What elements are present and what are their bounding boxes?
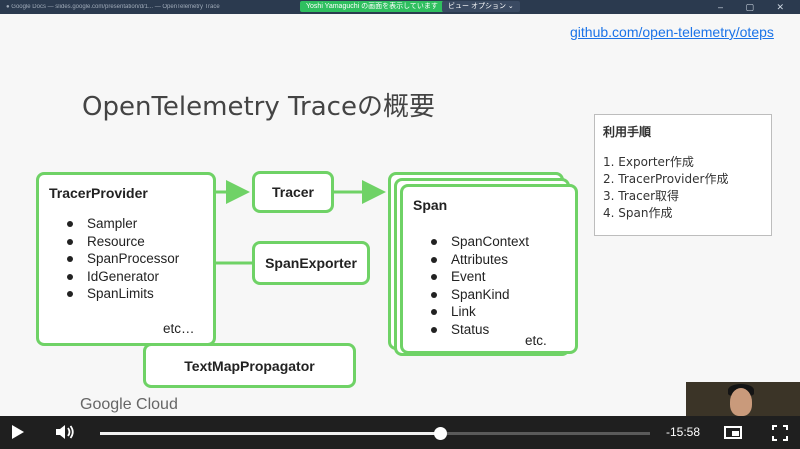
list-item: Link <box>413 303 565 321</box>
tracer-provider-etc: etc… <box>163 321 195 336</box>
speaker-webcam <box>686 382 800 416</box>
tracer-title: Tracer <box>271 184 315 200</box>
volume-icon[interactable] <box>55 424 75 440</box>
time-remaining: -15:58 <box>666 425 701 439</box>
tracer-provider-list: Sampler Resource SpanProcessor IdGenerat… <box>49 215 203 303</box>
list-item: SpanLimits <box>49 285 203 303</box>
view-options-button[interactable]: ビュー オプション ⌄ <box>442 1 520 12</box>
tracer-provider-box: TracerProvider Sampler Resource SpanProc… <box>36 172 216 346</box>
span-title: Span <box>413 197 448 213</box>
progress-fill <box>100 432 440 435</box>
google-cloud-logo: Google Cloud <box>80 396 178 413</box>
list-item: IdGenerator <box>49 268 203 286</box>
list-item: SpanProcessor <box>49 250 203 268</box>
play-icon[interactable] <box>12 425 24 439</box>
list-item: Status <box>413 321 565 339</box>
fullscreen-icon[interactable] <box>772 425 788 441</box>
list-item: Attributes <box>413 251 565 269</box>
progress-scrubber-handle[interactable] <box>433 427 447 440</box>
usage-step: 1. Exporter作成 <box>603 155 694 169</box>
slide-title: OpenTelemetry Traceの概要 <box>82 92 435 122</box>
text-map-propagator-title: TextMapPropagator <box>184 357 315 374</box>
share-topbar: ● Google Docs — slides.google.com/presen… <box>0 0 800 14</box>
progress-track[interactable] <box>100 427 650 440</box>
tracer-provider-title: TracerProvider <box>49 185 148 201</box>
usage-step: 4. Span作成 <box>603 206 673 220</box>
span-exporter-box: SpanExporter <box>252 241 370 285</box>
speaker-face <box>730 388 752 416</box>
span-etc: etc. <box>525 333 547 348</box>
span-exporter-title: SpanExporter <box>265 255 357 271</box>
text-map-propagator-box: TextMapPropagator <box>143 343 356 388</box>
usage-step: 2. TracerProvider作成 <box>603 172 729 186</box>
usage-step: 3. Tracer取得 <box>603 189 680 203</box>
list-item: SpanKind <box>413 286 565 304</box>
list-item: Event <box>413 268 565 286</box>
slide: github.com/open-telemetry/oteps OpenTele… <box>0 14 800 416</box>
tracer-box: Tracer <box>252 171 334 213</box>
usage-steps-box: 利用手順 1. Exporter作成 2. TracerProvider作成 3… <box>594 114 772 236</box>
oteps-link[interactable]: github.com/open-telemetry/oteps <box>570 24 774 40</box>
list-item: Sampler <box>49 215 203 233</box>
picture-in-picture-icon[interactable] <box>724 426 742 439</box>
span-box: Span SpanContext Attributes Event SpanKi… <box>400 184 578 354</box>
span-list: SpanContext Attributes Event SpanKind Li… <box>413 233 565 338</box>
list-item: SpanContext <box>413 233 565 251</box>
usage-steps-heading: 利用手順 <box>603 125 652 139</box>
video-controls: -15:58 <box>0 416 800 449</box>
screen-share-banner: Yoshi Yamaguchi の画面を表示しています <box>300 1 444 12</box>
window-url: ● Google Docs — slides.google.com/presen… <box>6 4 220 10</box>
list-item: Resource <box>49 233 203 251</box>
window-controls[interactable]: ‒ ▢ ✕ <box>717 2 794 12</box>
